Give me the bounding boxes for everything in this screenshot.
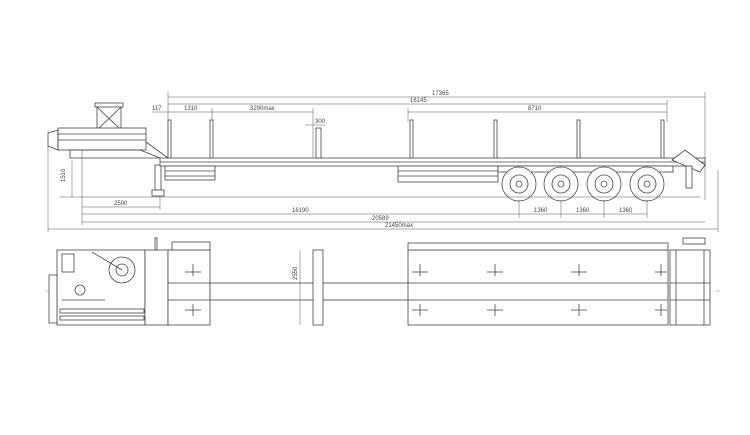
landing-leg	[151, 164, 165, 197]
side-view: 17365 16145 117 1310 3290max 300 8710	[47, 91, 719, 232]
dim-1510: 1510	[61, 168, 67, 182]
dim-1360-3: 1360	[619, 208, 633, 214]
plan-view: 2550	[45, 237, 720, 326]
dim-20589: 20589	[372, 216, 389, 222]
dim-16145: 16145	[410, 98, 427, 104]
axle-wheels	[501, 166, 665, 202]
rear-ramp	[671, 149, 706, 189]
dim-17365: 17365	[432, 91, 449, 97]
gooseneck	[47, 102, 169, 159]
dim-1360-2: 1360	[576, 208, 590, 214]
top-dimensions	[152, 92, 706, 200]
dim-16190: 16190	[292, 208, 309, 214]
dim-1310: 1310	[184, 106, 198, 112]
dim-300: 300	[315, 119, 326, 125]
dim-1360-1: 1360	[534, 208, 548, 214]
dim-8710: 8710	[528, 106, 542, 112]
dim-117: 117	[152, 106, 162, 112]
dim-21450max: 21450max	[385, 223, 413, 229]
dim-2500: 2500	[114, 201, 128, 207]
main-deck	[159, 157, 706, 183]
stakes	[167, 119, 665, 159]
stake-pockets	[185, 264, 667, 316]
bottom-dimensions	[47, 140, 719, 232]
dim-3290max: 3290max	[250, 106, 275, 112]
dim-2550: 2550	[293, 266, 299, 280]
